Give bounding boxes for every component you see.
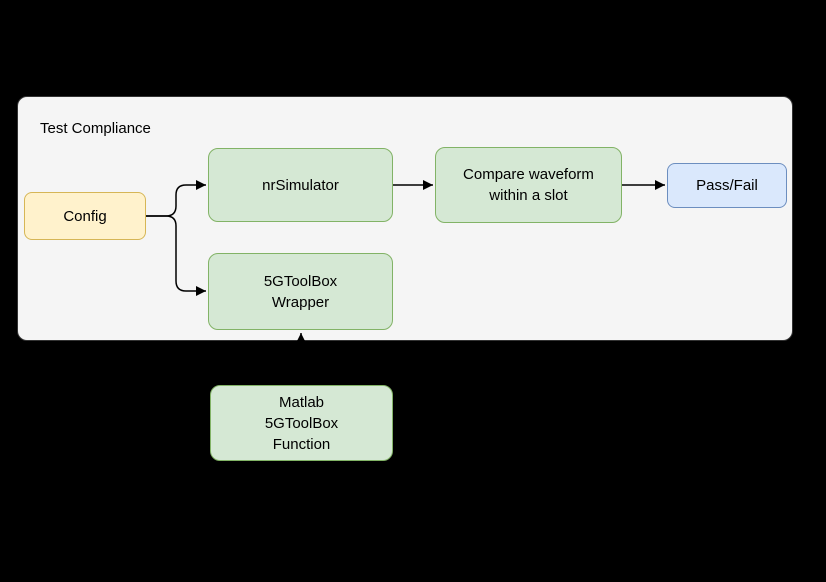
node-label: Matlab 5GToolBox Function: [264, 393, 339, 453]
node-pass-fail: Pass/Fail: [667, 163, 787, 208]
node-compare-waveform: Compare waveform within a slot: [435, 147, 622, 223]
node-label: 5GToolBox Wrapper: [263, 272, 338, 311]
node-5gtoolbox-wrapper: 5GToolBox Wrapper: [208, 253, 393, 330]
node-nrsimulator: nrSimulator: [208, 148, 393, 222]
node-label: Pass/Fail: [696, 177, 758, 194]
node-label: nrSimulator: [262, 176, 339, 194]
node-label: Compare waveform within a slot: [463, 166, 594, 204]
container-title: Test Compliance: [40, 120, 151, 137]
node-matlab-5gtoolbox-function: Matlab 5GToolBox Function: [210, 385, 393, 461]
node-config: Config: [24, 192, 146, 240]
node-label: Config: [63, 207, 107, 225]
